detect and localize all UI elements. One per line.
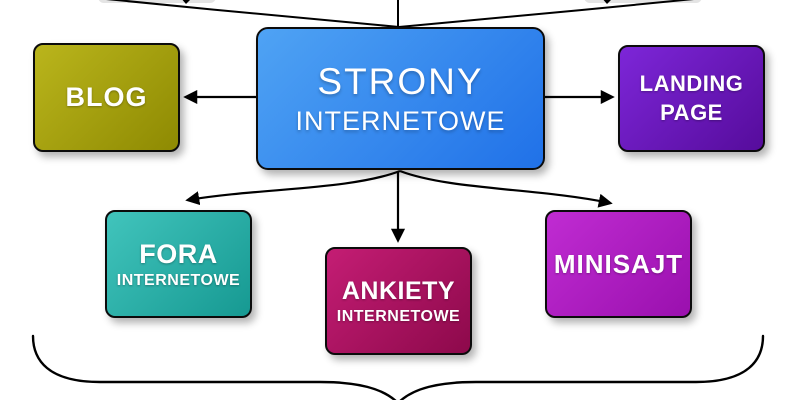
cropped-arrowhead-top-left — [182, 0, 190, 4]
arrow-center-to-fora — [185, 169, 401, 206]
arrow-to-top-right — [398, 0, 695, 28]
node-fora-label-line2: INTERNETOWE — [116, 271, 241, 289]
node-landing-page-label-line1: LANDING — [639, 70, 744, 96]
arrow-to-top-left — [105, 0, 400, 28]
bottom-curly-brace — [31, 334, 765, 400]
center-node-title-line1: STRONY — [317, 60, 484, 102]
node-blog: BLOG — [33, 43, 180, 152]
node-blog-label: BLOG — [65, 82, 148, 112]
cropped-arrowhead-top-right — [603, 0, 611, 4]
node-minisajt: MINISAJT — [545, 210, 692, 318]
node-landing-page: LANDING PAGE — [618, 45, 765, 152]
node-ankiety-internetowe: ANKIETY INTERNETOWE — [325, 247, 472, 355]
center-node-title-line2: INTERNETOWE — [295, 105, 506, 136]
node-ankiety-label-line2: INTERNETOWE — [336, 307, 461, 325]
node-strony-internetowe: STRONY INTERNETOWE — [256, 27, 545, 170]
arrow-center-to-minisajt — [399, 169, 613, 208]
node-landing-page-label-line2: PAGE — [660, 99, 723, 125]
node-fora-label-line1: FORA — [139, 238, 218, 269]
node-minisajt-label: MINISAJT — [553, 248, 684, 279]
node-ankiety-label-line1: ANKIETY — [341, 276, 456, 305]
node-fora-internetowe: FORA INTERNETOWE — [105, 210, 252, 318]
